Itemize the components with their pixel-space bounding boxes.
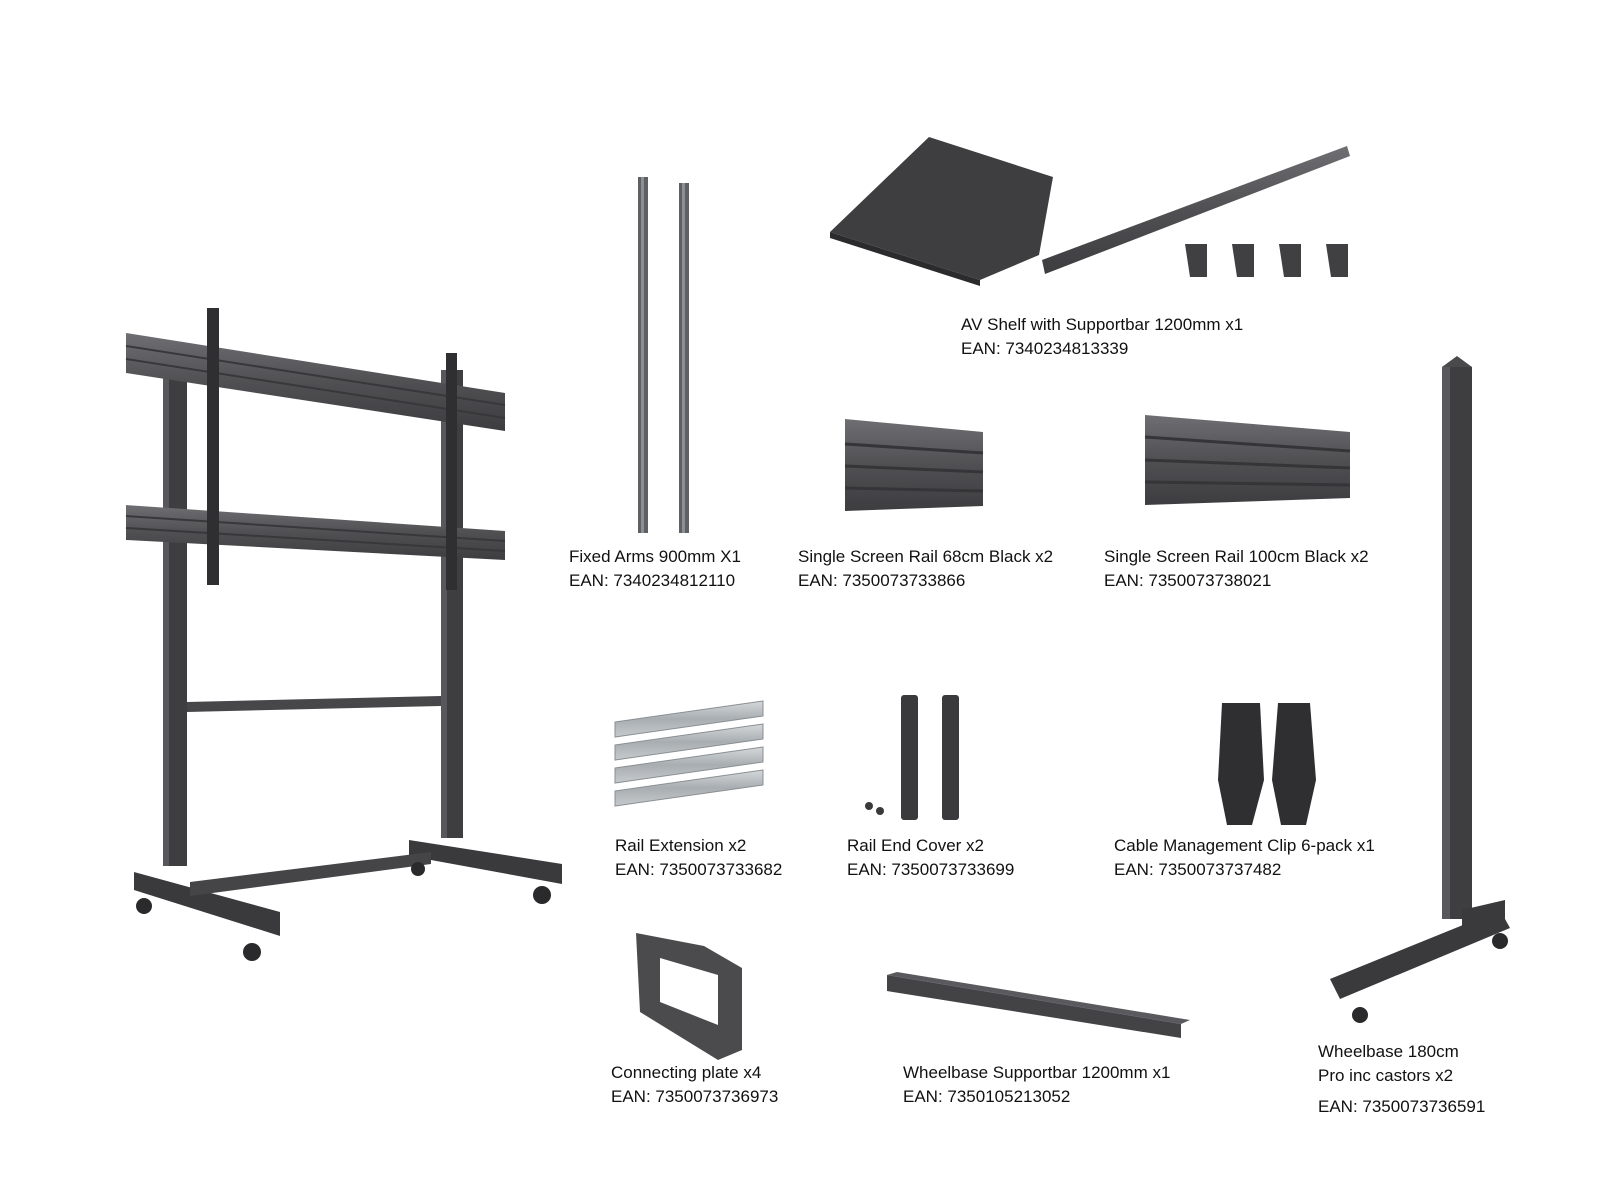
item-name: Cable Management Clip 6-pack x1 [1114,836,1375,855]
rail-end-cover-image [865,695,959,820]
item-ean: EAN: 7350105213052 [903,1087,1071,1106]
item-name: Rail End Cover x2 [847,836,985,855]
item-name: Single Screen Rail 100cm Black x2 [1104,547,1369,566]
item-name: Rail Extension x2 [615,836,747,855]
item-ean: EAN: 7350073736973 [611,1087,779,1106]
item-ean: EAN: 7350073733866 [798,571,966,590]
caption-cable-management-clip: Cable Management Clip 6-pack x1 EAN: 735… [1114,834,1375,882]
item-ean: EAN: 7350073737482 [1114,860,1282,879]
fixed-arms-image [638,177,689,533]
item-name: Connecting plate x4 [611,1063,762,1082]
caption-rail-end-cover: Rail End Cover x2 EAN: 7350073733699 [847,834,1014,882]
item-ean: EAN: 7340234812110 [569,571,736,590]
assembled-floor-stand-image [125,308,562,961]
caption-rail-extension: Rail Extension x2 EAN: 7350073733682 [615,834,782,882]
item-name: Fixed Arms 900mm X1 [569,547,741,566]
caption-av-shelf: AV Shelf with Supportbar 1200mm x1 EAN: … [961,313,1243,361]
item-name: Single Screen Rail 68cm Black x2 [798,547,1054,566]
item-ean: EAN: 7350073736591 [1318,1097,1486,1116]
caption-screen-rail-68cm: Single Screen Rail 68cm Black x2 EAN: 73… [798,545,1053,593]
connecting-plate-image [636,933,742,1060]
item-ean: EAN: 7350073733682 [615,860,783,879]
item-ean: EAN: 7350073738021 [1104,571,1272,590]
item-name-line1: Wheelbase 180cm [1318,1042,1459,1061]
single-screen-rail-68cm-image [844,419,984,511]
caption-screen-rail-100cm: Single Screen Rail 100cm Black x2 EAN: 7… [1104,545,1369,593]
single-screen-rail-100cm-image [1144,415,1351,505]
rail-extension-image [614,700,764,807]
caption-wheelbase-180cm: Wheelbase 180cm Pro inc castors x2 EAN: … [1318,1040,1485,1119]
item-name: AV Shelf with Supportbar 1200mm x1 [961,315,1244,334]
cable-management-clip-image [1218,703,1316,825]
item-name-line2: Pro inc castors x2 [1318,1066,1454,1085]
av-shelf-image [830,137,1350,286]
item-ean: EAN: 7350073733699 [847,860,1015,879]
caption-connecting-plate: Connecting plate x4 EAN: 7350073736973 [611,1061,778,1109]
wheelbase-supportbar-image [887,972,1190,1038]
wheelbase-180cm-image [1330,356,1510,1023]
caption-wheelbase-supportbar: Wheelbase Supportbar 1200mm x1 EAN: 7350… [903,1061,1170,1109]
item-ean: EAN: 7340234813339 [961,339,1129,358]
caption-fixed-arms: Fixed Arms 900mm X1 EAN: 7340234812110 [569,545,741,593]
item-name: Wheelbase Supportbar 1200mm x1 [903,1063,1171,1082]
